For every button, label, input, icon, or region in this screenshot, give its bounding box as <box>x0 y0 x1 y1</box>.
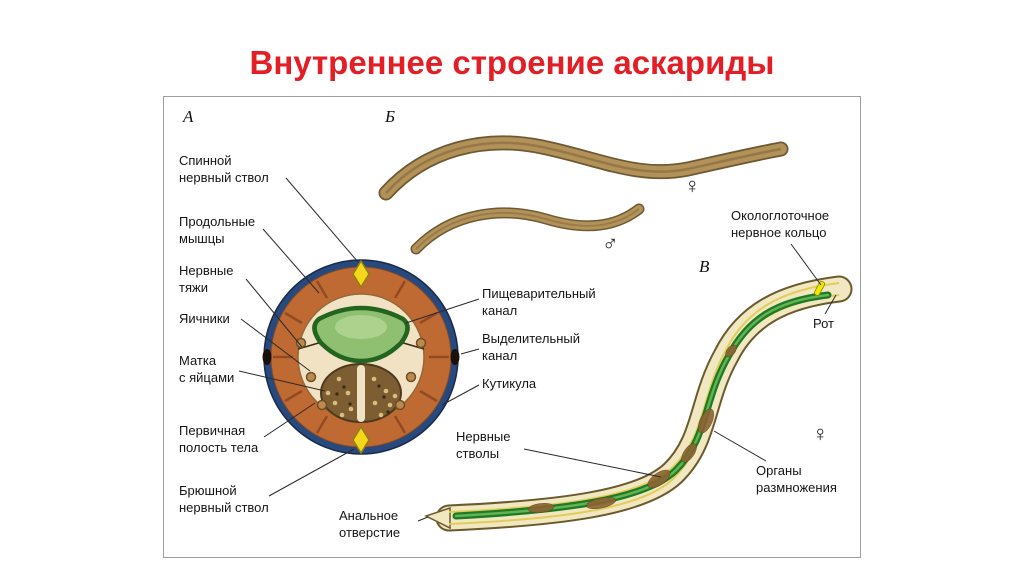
label-primary-body-cavity: Первичная полость тела <box>179 423 259 455</box>
ovaries-shapes <box>295 337 427 411</box>
label-anal-opening: Анальное отверстие <box>339 508 401 540</box>
leader-nerve-ring <box>790 243 822 286</box>
leader-anal <box>417 516 429 522</box>
egg-dots <box>325 376 398 418</box>
cross-section <box>262 259 460 455</box>
female-symbol-top: ♀ <box>684 173 701 198</box>
digestive-canal-highlight <box>335 315 387 339</box>
label-nerve-cords: Нервные тяжи <box>179 263 234 295</box>
worm-tail-tip <box>424 506 451 530</box>
label-mouth: Рот <box>813 316 834 331</box>
leader-reproductive <box>713 430 767 462</box>
leader-nerve-cords <box>245 278 303 348</box>
worm-reproductive-organs <box>527 344 737 513</box>
label-excretory-canal: Выделительный канал <box>482 331 580 363</box>
lateral-line-right <box>450 349 460 365</box>
leader-ventral-nerve <box>268 448 355 497</box>
leader-excretory <box>460 348 480 355</box>
leader-mouth <box>824 294 837 315</box>
worm-nerve-ring-mark <box>814 280 826 296</box>
leader-body-cavity <box>263 402 316 438</box>
leader-dorsal-nerve <box>285 177 359 263</box>
muscle-texture <box>273 280 449 434</box>
lateral-line-left <box>262 349 272 365</box>
label-ovaries: Яичники <box>179 311 230 326</box>
diagram-artwork <box>238 135 853 532</box>
longitudinal-section-worm <box>424 275 853 532</box>
female-symbol-bottom: ♀ <box>812 421 829 446</box>
leader-ovaries <box>240 318 311 372</box>
label-peripharyngeal-nerve-ring: Окологлоточное нервное кольцо <box>731 208 830 240</box>
label-dorsal-nerve-trunk: Спинной нервный ствол <box>179 153 269 185</box>
label-nerve-trunks: Нервные стволы <box>456 429 511 461</box>
female-worm-illustration <box>378 135 789 201</box>
male-worm-illustration <box>410 203 645 255</box>
label-digestive-canal: Пищеварительный канал <box>482 286 596 318</box>
label-cuticle: Кутикула <box>482 376 537 391</box>
uterus-split <box>357 365 365 422</box>
diagram-panel: А Б В ♀ ♂ ♀ Спинной нервный ствол Продол… <box>163 96 861 558</box>
label-longitudinal-muscles: Продольные мышцы <box>179 214 256 246</box>
dorsal-nerve-shape <box>352 259 370 289</box>
page-title: Внутреннее строение аскариды <box>249 44 775 81</box>
leader-digestive <box>405 298 480 324</box>
ventral-nerve-shape <box>352 425 370 455</box>
leader-nerve-trunks <box>523 448 662 478</box>
section-letter-b: Б <box>385 107 396 126</box>
label-ventral-nerve-trunk: Брюшной нервный ствол <box>179 483 269 515</box>
section-letter-v: В <box>699 257 710 276</box>
male-symbol: ♂ <box>602 231 619 256</box>
leader-muscles <box>262 228 320 294</box>
section-letter-a: А <box>183 107 194 126</box>
label-reproductive-organs: Органы размножения <box>756 463 837 495</box>
label-uterus-with-eggs: Матка с яйцами <box>179 353 235 385</box>
leader-lines <box>238 177 837 522</box>
egg-dots-dark <box>335 384 390 414</box>
leader-uterus <box>238 370 326 392</box>
leader-cuticle <box>441 384 480 406</box>
